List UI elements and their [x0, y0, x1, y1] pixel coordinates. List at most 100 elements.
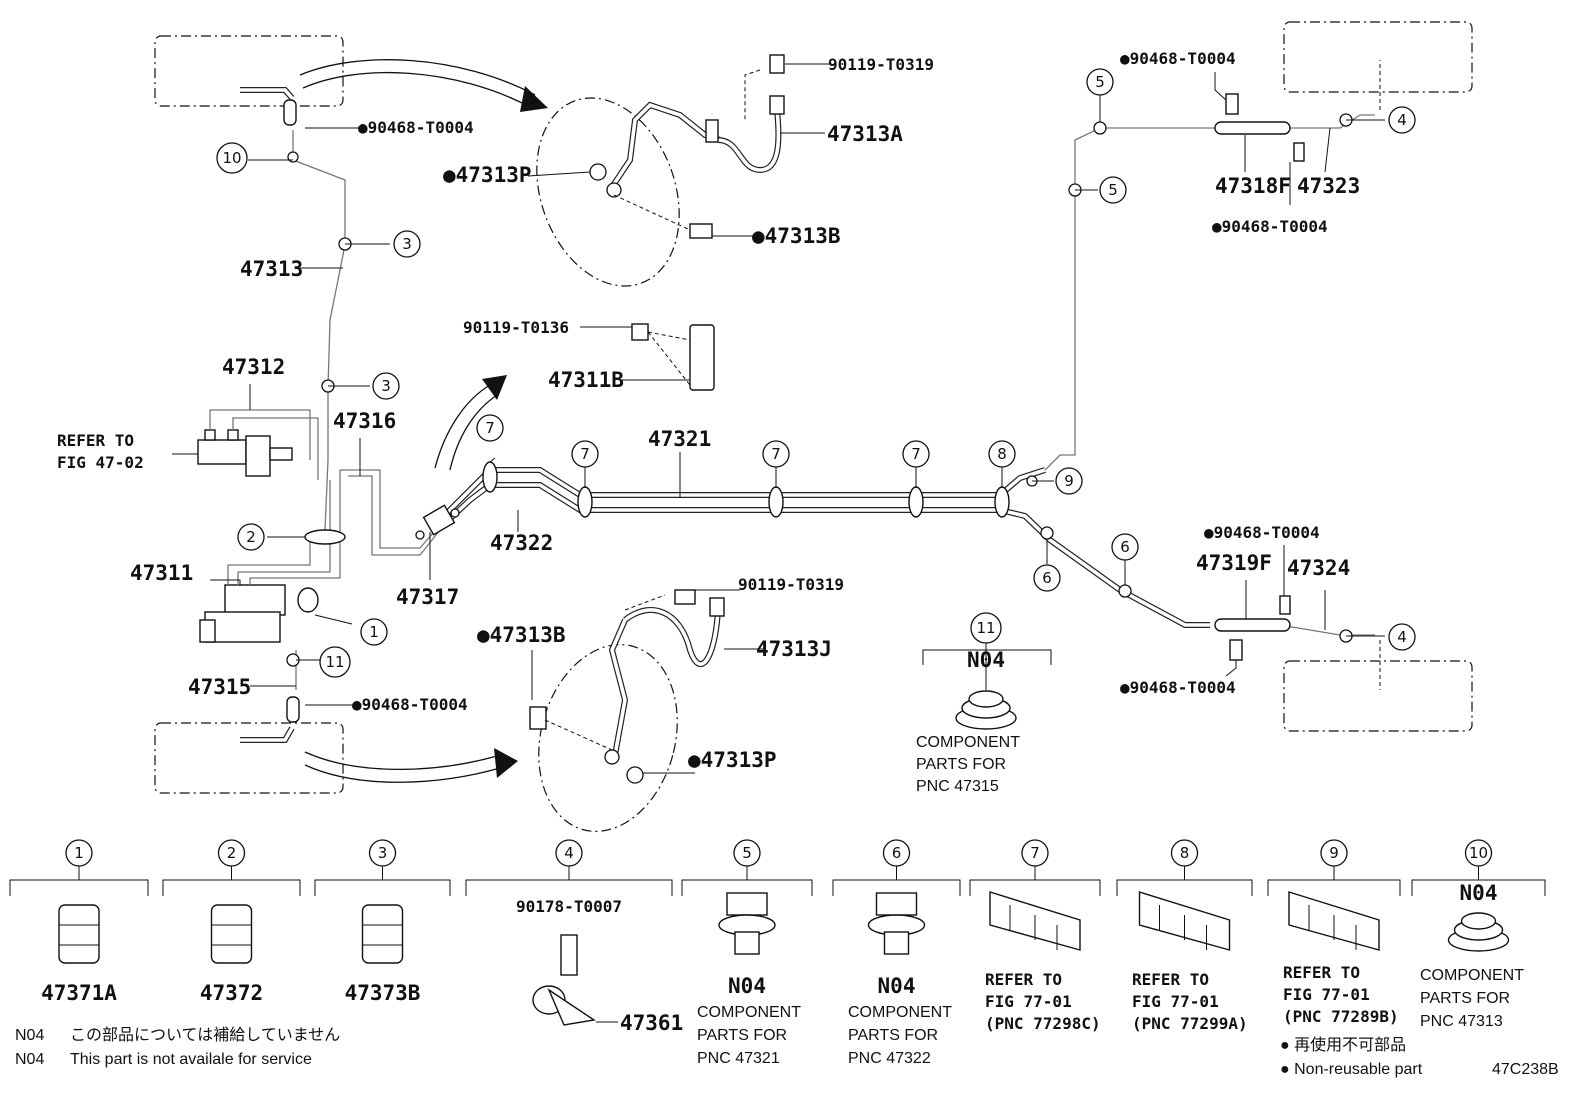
flex-hose-bottom: [529, 589, 725, 784]
legend-callout-5: 5: [742, 844, 752, 862]
legend-l2-8: FIG 77-01: [1132, 992, 1219, 1011]
legend-label-10: N04: [1460, 881, 1498, 905]
callout-7c: 7: [771, 445, 781, 463]
legend-l1-10: COMPONENT: [1420, 967, 1524, 984]
note-nonreusable-jp: ● 再使用不可部品: [1280, 1036, 1406, 1054]
legend-callout-3: 3: [378, 844, 388, 862]
label-47313p-bot: ●47313P: [688, 748, 777, 772]
label-90468-mr-a: ●90468-T0004: [1204, 523, 1320, 542]
callout-4a: 4: [1397, 111, 1407, 129]
callout-7b: 7: [580, 445, 590, 463]
legend-top-4: 90178-T0007: [516, 897, 622, 916]
legend-part-icon: [361, 904, 404, 964]
label-90119-t0319-top: 90119-T0319: [828, 55, 934, 74]
label-47313p-top: ●47313P: [443, 163, 532, 187]
callout-1: 1: [369, 623, 379, 641]
callout-10: 10: [222, 149, 241, 167]
legend-part-icon: [1447, 912, 1510, 952]
legend-label-2: 47372: [200, 981, 263, 1005]
legend-callout-8: 8: [1180, 844, 1190, 862]
legend-callout-4: 4: [564, 844, 574, 862]
callout-labels-main: 1 2 3 3 4 4 5 5 6 6 7 7 7 7 8 9 10 11 11: [222, 73, 1406, 671]
callout-4b: 4: [1397, 628, 1407, 646]
label-parts-for-center: PARTS FOR: [916, 756, 1006, 773]
label-47321: 47321: [648, 427, 711, 451]
callout-3b: 3: [381, 377, 391, 395]
legend-l3-10: PNC 47313: [1420, 1013, 1503, 1030]
callout-8: 8: [997, 445, 1007, 463]
note-jp-code: N04: [15, 1027, 44, 1044]
legend-l2-9: FIG 77-01: [1283, 985, 1370, 1004]
callout-6b: 6: [1120, 538, 1130, 556]
legend-l3-8: (PNC 77299A): [1132, 1014, 1248, 1033]
legend-part-icon: [210, 904, 253, 964]
label-fig-47-02: FIG 47-02: [57, 453, 144, 472]
clamp-7d: [908, 486, 924, 518]
label-90119-t0319-bot: 90119-T0319: [738, 575, 844, 594]
legend-part-icon: [1138, 891, 1231, 951]
legend-row: 147371A247372347373B490178-T0007473615N0…: [9, 839, 1546, 1067]
legend-part-icon: [867, 892, 926, 955]
legend-callout-10: 10: [1469, 844, 1488, 862]
notes: N04 この部品については補給していません N04 This part is n…: [15, 1026, 1559, 1078]
callouts-main: [216, 68, 1416, 678]
clamp-7c: [768, 486, 784, 518]
legend-part-icon: [532, 934, 596, 1026]
arrow-bottom: [304, 748, 518, 783]
label-47313j: 47313J: [756, 637, 832, 661]
label-47319f: 47319F: [1196, 551, 1272, 575]
label-47324: 47324: [1287, 556, 1350, 580]
label-refer-to: REFER TO: [57, 431, 134, 450]
ellipse-bottom: [538, 644, 678, 832]
wheel-box-top-right: [1283, 21, 1473, 93]
legend-part-icon: [718, 892, 776, 955]
note-en-text: This part is not availale for service: [70, 1051, 312, 1068]
callout-6a: 6: [1042, 569, 1052, 587]
label-component-center: COMPONENT: [916, 734, 1020, 751]
label-90468-bottom-left: ●90468-T0004: [352, 695, 468, 714]
legend-label-4: 47361: [620, 1011, 683, 1035]
legend-l1-6: COMPONENT: [848, 1004, 952, 1021]
label-47322: 47322: [490, 531, 553, 555]
label-47323: 47323: [1297, 174, 1360, 198]
part-labels: ●90468-T0004 47313 47312 REFER TO FIG 47…: [57, 49, 1360, 795]
legend-label-1: 47371A: [41, 981, 117, 1005]
label-90468-tr-a: ●90468-T0004: [1120, 49, 1236, 68]
callout-5b: 5: [1108, 181, 1118, 199]
legend-label-5: N04: [728, 974, 766, 998]
leaders: [172, 63, 1385, 774]
label-47313: 47313: [240, 257, 303, 281]
clamp-7b: [577, 486, 593, 518]
legend-l3-7: (PNC 77298C): [985, 1014, 1101, 1033]
legend-label-3: 47373B: [345, 981, 421, 1005]
legend-l3-6: PNC 47322: [848, 1050, 931, 1067]
bracket-47311B: [631, 323, 715, 391]
wheel-box-top-left: [154, 35, 344, 107]
diagram-id: 47C238B: [1492, 1061, 1559, 1078]
hose-47319F: [1214, 595, 1291, 661]
callout-2: 2: [246, 528, 256, 546]
callout-7a: 7: [485, 419, 495, 437]
legend-callout-1: 1: [74, 844, 84, 862]
legend-item-4: 4 90178-T0007 47361: [465, 839, 683, 1035]
label-47311: 47311: [130, 561, 193, 585]
label-47313b-bot: ●47313B: [477, 623, 566, 647]
label-47312: 47312: [222, 355, 285, 379]
legend-callout-6: 6: [892, 844, 902, 862]
callout-9: 9: [1064, 472, 1074, 490]
left-brake-line: [240, 87, 352, 743]
callout-11b: 11: [976, 619, 995, 637]
legend-l1-7: REFER TO: [985, 970, 1062, 989]
flex-hose-top: [589, 54, 785, 239]
clamp-8: [994, 486, 1010, 518]
arrow-top: [299, 59, 548, 112]
wheel-box-bottom-right: [1283, 660, 1473, 732]
legend-l3-9: (PNC 77289B): [1283, 1007, 1399, 1026]
legend-l1-9: REFER TO: [1283, 963, 1360, 982]
